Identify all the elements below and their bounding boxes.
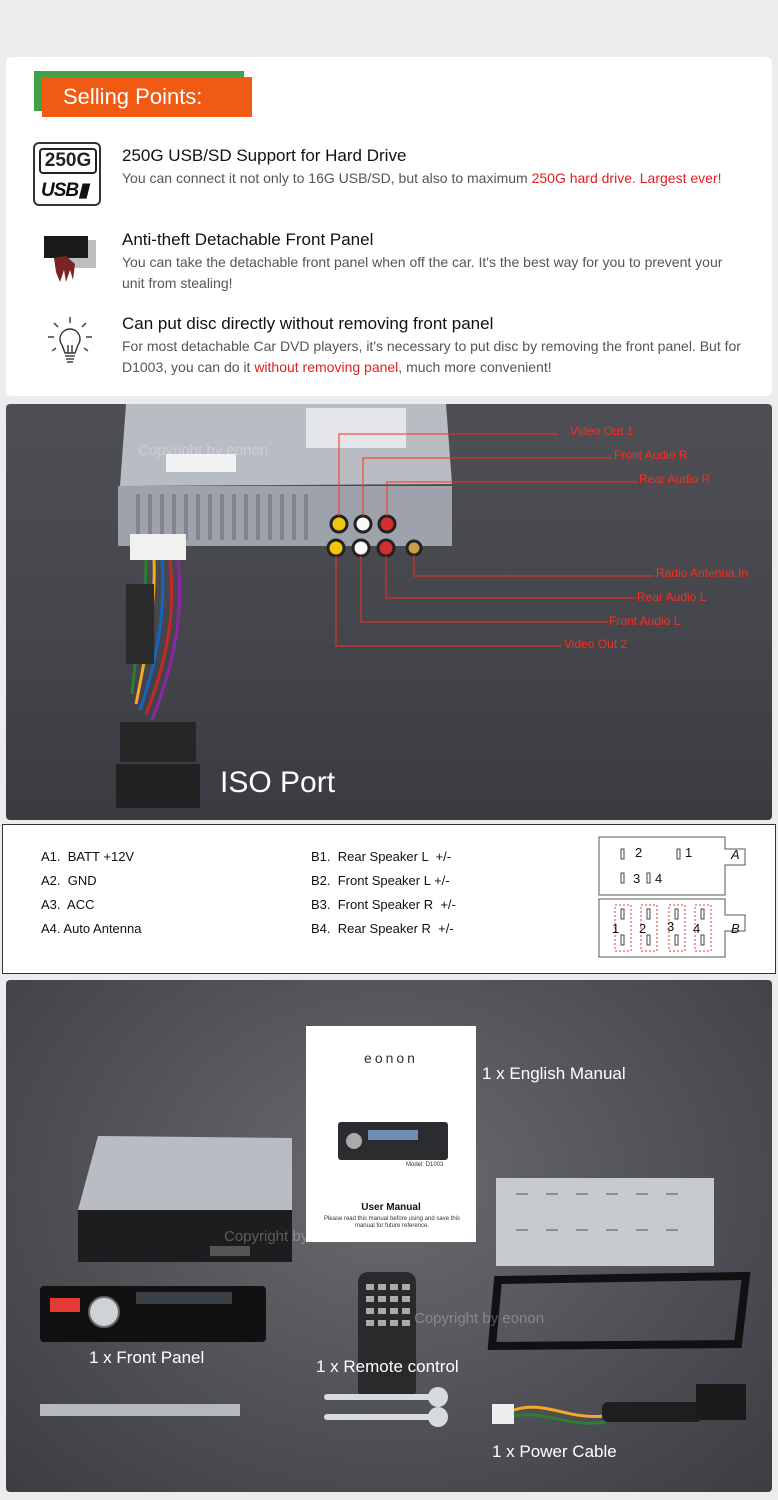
label-english-manual: 1 x English Manual xyxy=(482,1064,626,1083)
watermark: Copyright by eonon xyxy=(138,442,269,459)
pin-b3: B3. Front Speaker R +/- xyxy=(311,897,456,912)
label-remote-control: 1 x Remote control xyxy=(316,1357,459,1376)
feature-title: Anti-theft Detachable Front Panel xyxy=(122,230,374,249)
feature-title: Can put disc directly without removing f… xyxy=(122,314,494,333)
pin-a2: A2. GND xyxy=(41,873,97,888)
rear-unit-illustration xyxy=(116,404,654,808)
diag-b-label: B xyxy=(731,921,740,936)
label-radio-antenna-in: Radio Antenna In xyxy=(656,566,749,580)
user-manual: eonon Model: D1003 User Manual Please re… xyxy=(306,1026,476,1242)
label-front-panel: 1 x Front Panel xyxy=(89,1348,205,1367)
pin-b4: B4. Rear Speaker R +/- xyxy=(311,921,454,936)
feature-disc: Can put disc directly without removing f… xyxy=(122,313,742,378)
pin-a4: A4. Auto Antenna xyxy=(41,921,142,936)
feature-desc: You can connect it not only to 16G USB/S… xyxy=(122,170,722,186)
watermark: Copyright by eonon xyxy=(414,1310,545,1327)
pin-b1: B1. Rear Speaker L +/- xyxy=(311,849,452,864)
label-power-cable: 1 x Power Cable xyxy=(492,1442,617,1461)
feature-usb: 250G USB/SD Support for Hard Drive You c… xyxy=(122,145,742,189)
feature-title: 250G USB/SD Support for Hard Drive xyxy=(122,146,407,165)
usb-logo-icon: USB▮ xyxy=(41,180,89,201)
manual-unit-picture xyxy=(338,1122,448,1160)
label-video-out-2: Video Out 2 xyxy=(564,637,628,651)
selling-points-header: Selling Points: xyxy=(42,77,252,117)
iso-port-title: ISO Port xyxy=(220,766,336,799)
package-contents-photo: eonon Model: D1003 User Manual Please re… xyxy=(6,980,772,1492)
iso-pinout-table: A1. BATT +12V A2. GND A3. ACC A4. Auto A… xyxy=(2,824,776,974)
feature-desc: You can take the detachable front panel … xyxy=(122,254,723,291)
label-rear-audio-r: Rear Audio R xyxy=(639,472,711,486)
feature-desc: For most detachable Car DVD players, it'… xyxy=(122,338,741,375)
manual-model: Model: D1003 xyxy=(406,1162,444,1168)
pin-a1: A1. BATT +12V xyxy=(41,849,135,864)
pin-a3: A3. ACC xyxy=(41,897,95,912)
pin-b2: B2. Front Speaker L +/- xyxy=(311,873,450,888)
label-rear-audio-l: Rear Audio L xyxy=(637,590,707,604)
rear-connectors-photo: Copyright by eonon Video Out 1 Front Aud… xyxy=(6,404,772,820)
diag-a-pin-1: 1 xyxy=(685,845,693,860)
diag-b-pin-1: 1 xyxy=(612,921,620,936)
watermark: Copyright by eonon xyxy=(224,1228,355,1245)
detachable-panel-icon xyxy=(44,236,96,282)
diag-a-pin-3: 3 xyxy=(633,871,641,886)
diag-b-pin-3: 3 xyxy=(667,919,675,934)
label-front-audio-l: Front Audio L xyxy=(609,614,681,628)
manual-title: User Manual xyxy=(361,1202,421,1213)
label-video-out-1: Video Out 1 xyxy=(570,424,634,438)
diag-a-pin-4: 4 xyxy=(655,871,663,886)
diag-a-label: A xyxy=(731,847,740,862)
feature-anti-theft: Anti-theft Detachable Front Panel You ca… xyxy=(122,229,742,294)
selling-points-card: Selling Points: 250G USB▮ 250G USB/SD Su… xyxy=(6,57,772,396)
lightbulb-icon xyxy=(48,317,92,363)
diag-b-pin-2: 2 xyxy=(639,921,647,936)
iso-connector-diagram xyxy=(598,836,746,958)
usb-250g-icon: 250G USB▮ xyxy=(33,142,101,206)
manual-note: Please read this manual before using and… xyxy=(323,1216,461,1229)
diag-a-pin-2: 2 xyxy=(635,845,643,860)
manual-brand: eonon xyxy=(364,1050,418,1066)
label-front-audio-r: Front Audio R xyxy=(614,448,688,462)
package-items-illustration xyxy=(40,1136,751,1427)
diag-b-pin-4: 4 xyxy=(693,921,701,936)
